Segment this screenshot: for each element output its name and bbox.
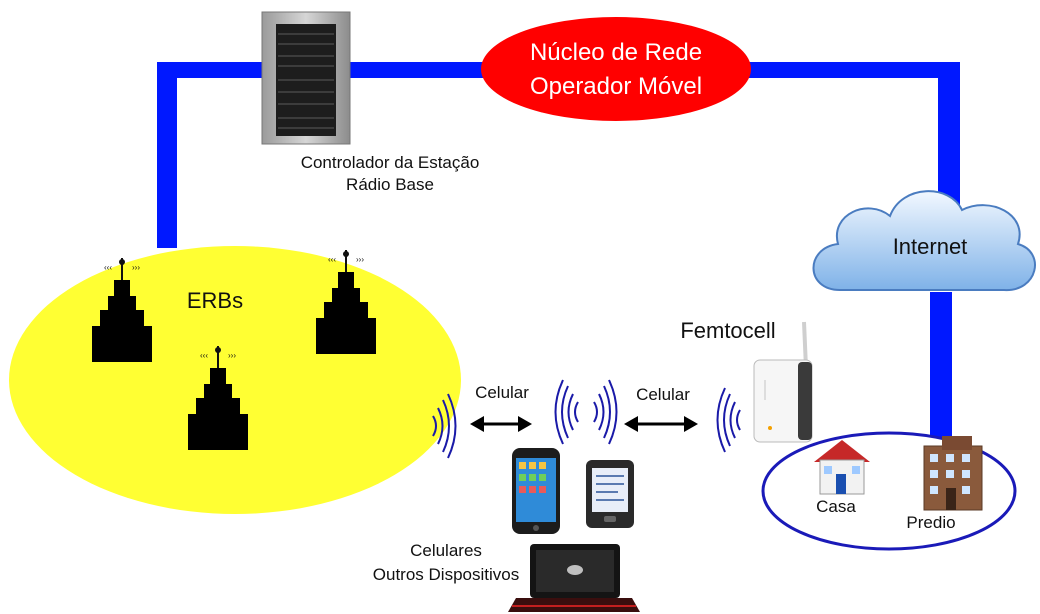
core-label-line1: Núcleo de Rede xyxy=(530,39,702,66)
internet-cloud-icon xyxy=(812,190,1036,292)
devices-label-line2: Outros Dispositivos xyxy=(373,565,519,584)
erb-tower-icon: ‹‹‹ ››› xyxy=(188,346,248,450)
svg-text:›››: ››› xyxy=(228,351,236,360)
predio-label: Predio xyxy=(906,513,955,532)
svg-text:‹‹‹: ‹‹‹ xyxy=(328,255,336,264)
house-icon xyxy=(814,440,870,495)
svg-text:‹‹‹: ‹‹‹ xyxy=(200,351,208,360)
svg-text:›››: ››› xyxy=(132,263,140,272)
svg-text:‹‹‹: ‹‹‹ xyxy=(104,263,112,272)
backbone-right-upper xyxy=(938,62,960,212)
devices-label-line1: Celulares xyxy=(410,541,482,560)
erb-coverage-area xyxy=(9,246,461,514)
left-link-label: Celular xyxy=(475,383,529,402)
core-label-line2: Operador Móvel xyxy=(530,73,702,100)
building-icon xyxy=(923,436,983,511)
femtocell-label: Femtocell xyxy=(680,318,775,343)
network-backbone xyxy=(157,62,960,448)
double-arrow-icon xyxy=(470,416,532,432)
core-network-ellipse xyxy=(481,17,751,121)
internet-label: Internet xyxy=(893,234,968,259)
double-arrow-icon xyxy=(624,416,698,432)
svg-text:›››: ››› xyxy=(356,255,364,264)
laptop-icon xyxy=(508,544,640,612)
erb-tower-icon: ‹‹‹ ››› xyxy=(316,250,376,354)
erb-tower-icon: ‹‹‹ ››› xyxy=(92,258,152,362)
controller-rack-icon xyxy=(261,11,351,145)
right-link-label: Celular xyxy=(636,385,690,404)
backbone-top-right xyxy=(730,62,960,78)
femtocell-device-icon xyxy=(753,321,813,443)
backbone-left-vertical xyxy=(157,62,177,248)
smartphone-icon xyxy=(512,448,560,534)
controller-label-line2: Rádio Base xyxy=(346,175,434,194)
backbone-right-lower xyxy=(930,292,952,448)
casa-label: Casa xyxy=(816,497,856,516)
erbs-label: ERBs xyxy=(187,288,243,313)
controller-label-line1: Controlador da Estação xyxy=(301,153,480,172)
pda-icon xyxy=(586,460,634,528)
